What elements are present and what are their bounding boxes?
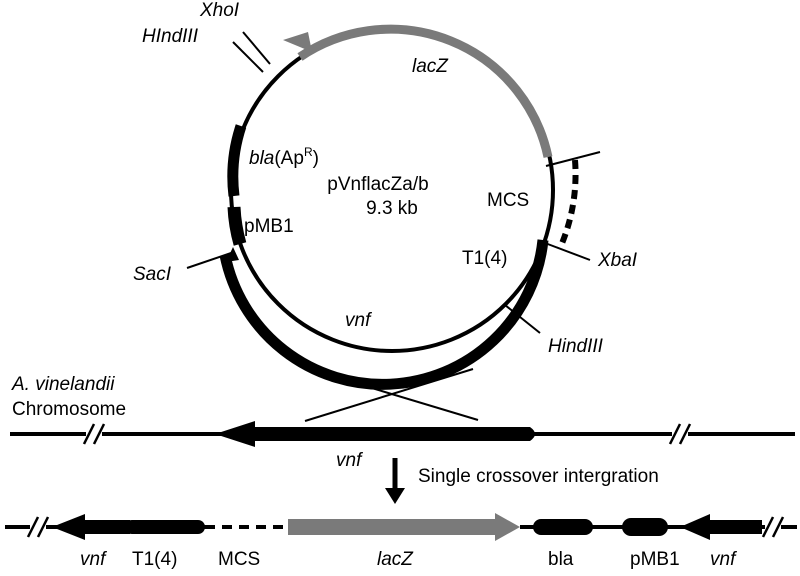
result-bla-block [533,519,593,535]
vnf-plasmid-label: vnf [345,310,372,331]
result-pmb1-label: pMB1 [630,549,680,570]
hindiii-right-site-line [504,304,541,334]
plasmid-name: pVnflacZa/b [327,174,428,195]
lacz-arrowhead [283,32,312,52]
integration-label: Single crossover intergration [418,466,659,487]
organism-label: A. vinelandii [11,374,115,395]
plasmid-map: XhoI HIndIII lacZ bla(ApR) pVnflacZa/b 9… [133,0,638,390]
result-vnf-right-label: vnf [710,549,737,570]
xbai-label: XbaI [597,250,638,271]
xbai-site-line [544,242,591,261]
result-t1-label: T1(4) [132,549,177,570]
result-t1-block [125,520,205,534]
mcs-label: MCS [487,190,529,211]
integration-arrow [385,458,405,504]
result-lacz-arrow [288,513,520,541]
chromosome-map: A. vinelandii Chromosome vnf [10,374,795,471]
result-lacz-label: lacZ [377,549,414,570]
xhoi-site-line [242,31,271,65]
bla-label: bla(ApR) [249,145,319,169]
result-vnf-left-arrow [52,514,130,540]
mcs-site-line [545,151,601,167]
break-mark-right [668,422,692,446]
pmb1-segment [227,206,247,246]
hindiii-top-site-line [232,41,264,73]
break-mark-left [82,422,106,446]
vnf-gene-arrow [215,421,535,447]
lacz-label: lacZ [412,56,449,77]
chromosome-label: Chromosome [12,399,126,420]
chromosome-vnf-label: vnf [336,450,363,471]
mcs-dotted-arc [557,159,579,250]
result-map: vnf T1(4) MCS lacZ bla pMB1 vnf [5,513,797,570]
result-vnf-right-arrow [680,514,762,540]
result-bla-label: bla [548,549,574,570]
hindiii-top-label: HIndIII [142,26,199,47]
result-break-right [761,516,785,540]
hindiii-right-label: HindIII [548,336,604,357]
result-vnf-left-label: vnf [80,549,107,570]
plasmid-size: 9.3 kb [366,198,418,219]
xhoi-label: XhoI [199,0,240,21]
t1-label: T1(4) [462,248,507,269]
lacz-arc [297,24,553,158]
pmb1-label: pMB1 [244,216,294,237]
vnf-t1-arc [219,239,549,390]
saci-label: SacI [133,264,172,285]
result-pmb1-block [622,518,668,536]
result-break-left [26,516,50,540]
saci-site-line [186,251,235,269]
crossover-mark [304,368,479,422]
result-mcs-label: MCS [218,549,260,570]
saci-arrowhead [226,247,239,262]
bla-segment [227,124,247,197]
